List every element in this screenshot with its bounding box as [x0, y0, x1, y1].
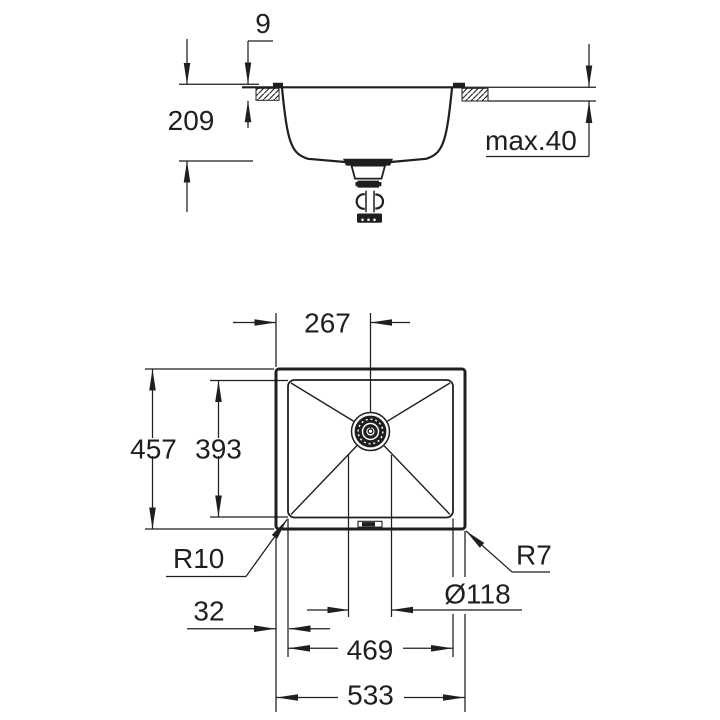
coupling-nut — [355, 180, 382, 188]
cap-dot — [373, 218, 376, 222]
drain-knurl-ring — [357, 418, 384, 445]
section-view: 9 209 max.40 — [168, 8, 596, 223]
leader-arrow — [245, 519, 288, 577]
overflow-bar — [362, 522, 375, 527]
cap-dot — [361, 218, 364, 222]
drain-center-dot — [367, 428, 374, 435]
callout-outer-radius: R7 — [465, 530, 552, 573]
drain-outer-ring — [350, 411, 391, 452]
dim-label-drain-center: 267 — [304, 308, 351, 339]
dim-label-inner-width: 469 — [347, 635, 394, 666]
dim-outer-depth: 457 — [130, 369, 177, 529]
dim-worktop-thickness: max.40 — [485, 44, 593, 157]
dim-drain-center: 267 — [233, 308, 410, 339]
trap-pipe-walls — [365, 190, 375, 213]
drain-symbol — [350, 411, 391, 452]
dim-outer-width: 533 — [276, 680, 465, 711]
dim-inner-depth: 393 — [195, 380, 242, 517]
drain-assembly-icon — [343, 158, 393, 223]
dim-bowl-depth: 209 — [168, 39, 215, 212]
bowl-outline — [280, 87, 454, 164]
sink-inner-bowl — [287, 379, 454, 519]
dim-label-rim-height: 9 — [255, 8, 271, 39]
dim-drain-diameter: Ø118 — [307, 579, 522, 614]
worktop-hatch-right — [461, 87, 489, 102]
worktop-hatch-left — [255, 87, 280, 101]
dim-label-rim-offset: 32 — [193, 596, 224, 627]
dim-label-outer-depth: 457 — [130, 434, 177, 465]
dim-inner-width: 469 — [288, 635, 453, 666]
strainer-flange — [343, 158, 393, 166]
dim-label-inner-depth: 393 — [195, 434, 242, 465]
trap-body — [364, 192, 376, 211]
bowl-diagonals — [290, 382, 451, 515]
dim-rim-height: 9 — [244, 8, 273, 128]
callout-inner-radius: R10 — [173, 519, 288, 577]
worktop-lines — [179, 83, 596, 162]
strainer-cup — [350, 164, 387, 180]
dim-label-drain-diameter: Ø118 — [444, 579, 510, 610]
dim-rim-offset: 32 — [187, 596, 330, 633]
extension-lines — [145, 313, 550, 712]
tailpiece-cap — [357, 213, 382, 223]
dim-label-worktop-thickness: max.40 — [485, 125, 577, 156]
dim-label-inner-radius: R10 — [173, 543, 224, 574]
dim-label-outer-width: 533 — [347, 680, 394, 711]
dim-label-bowl-depth: 209 — [168, 105, 215, 136]
dim-label-outer-radius: R7 — [516, 540, 552, 571]
plan-view: 267 457 393 R10 R7 32 — [130, 308, 552, 712]
sink-outer-rim — [274, 367, 467, 531]
leader-arrow — [465, 530, 513, 573]
overflow-slot — [357, 520, 383, 528]
cap-dot — [367, 218, 370, 222]
